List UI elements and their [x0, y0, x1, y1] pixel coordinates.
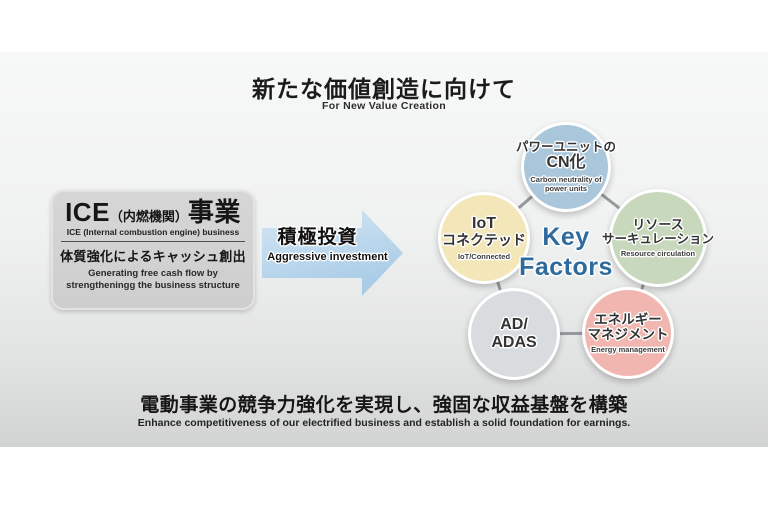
footer-message: 電動事業の競争力強化を実現し、強固な収益基盤を構築 — [140, 395, 628, 416]
factor-label: エネルギー マネジメント — [587, 311, 669, 342]
ice-box-heading: ICE（内燃機関）事業 — [53, 197, 253, 227]
factor-circle-iot-connected: IoT コネクテッド IoT/Connected — [438, 192, 530, 284]
factor-label: リソース サーキュレーション — [602, 216, 715, 247]
factor-label-en: Energy management — [591, 344, 665, 354]
investment-arrow: 積極投資 Aggressive investment — [260, 205, 405, 300]
ice-heading-main: ICE — [65, 197, 110, 227]
factor-label-en: IoT/Connected — [457, 251, 511, 261]
factor-circle-resource-circulation: リソース サーキュレーション Resource circulation — [602, 189, 714, 287]
ice-business-box: ICE（内燃機関）事業 ICE (Internal combustion eng… — [51, 190, 255, 310]
factor-circle-energy-management: エネルギー マネジメント Energy management — [582, 287, 674, 379]
footer-message-en: Enhance competitiveness of our electrifi… — [137, 417, 631, 429]
investment-label-en: Aggressive investment — [267, 251, 388, 263]
factor-label-en: Carbon neutrality of power units — [530, 175, 602, 194]
ice-box-body: 体質強化によるキャッシュ創出 — [60, 249, 246, 265]
factor-circle-ad-adas: AD/ ADAS — [468, 288, 560, 380]
factor-label: IoT コネクテッド — [442, 215, 526, 248]
ice-heading-paren: （内燃機関） — [109, 209, 188, 224]
ice-heading-suffix: 事業 — [187, 197, 241, 227]
ice-box-heading-en: ICE (Internal combustion engine) busines… — [66, 227, 240, 238]
slide-title: 新たな価値創造に向けて — [252, 76, 516, 102]
factor-label: パワーユニットの CN化 — [516, 140, 617, 172]
ice-box-divider — [61, 241, 245, 243]
factor-label-en: Resource circulation — [620, 249, 696, 259]
key-factors-diagram: パワーユニットの CN化 Carbon neutrality of power … — [420, 110, 720, 395]
slide-subtitle: For New Value Creation — [322, 100, 446, 112]
factor-circle-cn-of-power-units: パワーユニットの CN化 Carbon neutrality of power … — [516, 122, 616, 212]
right-arrow-shape — [262, 210, 403, 296]
key-factors-center-label: Key Factors — [519, 223, 613, 281]
ice-box-body-en: Generating free cash flow by strengtheni… — [66, 268, 240, 292]
investment-label: 積極投資 — [277, 227, 358, 248]
factor-label: AD/ ADAS — [491, 316, 537, 351]
